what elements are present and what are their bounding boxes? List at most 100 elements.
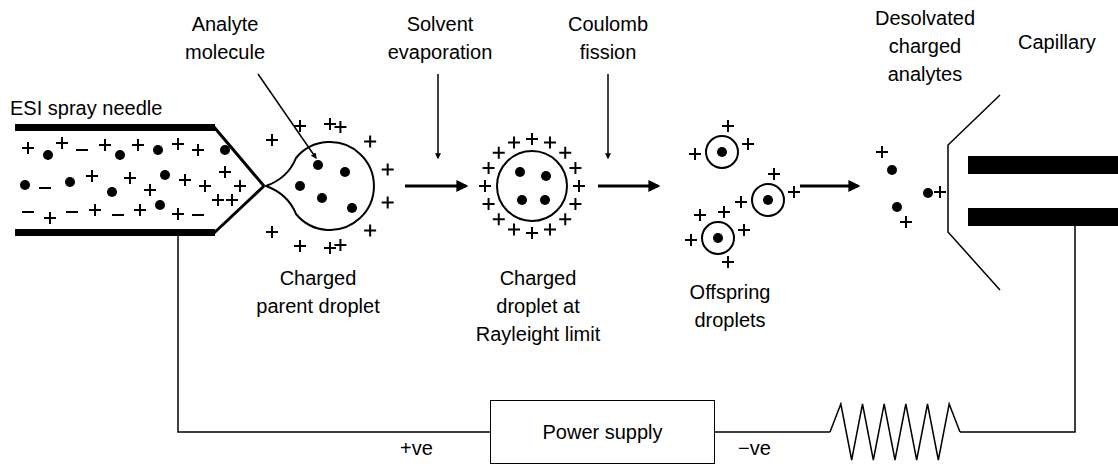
positive-charge xyxy=(559,213,571,225)
needle-taper xyxy=(214,186,264,233)
positive-charge xyxy=(99,139,111,151)
analyte-molecule xyxy=(295,181,305,191)
positive-charge xyxy=(44,212,56,224)
process-arrow xyxy=(405,185,466,188)
positive-charge xyxy=(559,147,571,159)
text-label: Desolvated charged analytes xyxy=(873,4,978,88)
analyte-molecule xyxy=(65,177,75,187)
process-arrow xyxy=(598,185,658,188)
positive-charge xyxy=(742,138,754,150)
capillary-cone xyxy=(948,95,1000,290)
positive-charge xyxy=(266,134,278,146)
positive-charge xyxy=(324,242,336,254)
analyte-molecule xyxy=(517,195,527,205)
text-label: Charged parent droplet xyxy=(253,264,383,320)
positive-charge xyxy=(134,204,146,216)
capillary-wall xyxy=(968,156,1118,174)
resistor-symbol xyxy=(830,404,960,460)
positive-charge xyxy=(172,208,184,220)
needle-wall xyxy=(15,124,215,131)
positive-charge xyxy=(508,137,520,149)
analyte-molecule xyxy=(763,195,773,205)
positive-charge xyxy=(294,120,306,132)
positive-charge xyxy=(526,227,538,239)
analyte-molecule xyxy=(541,171,551,181)
wire xyxy=(960,226,1075,432)
positive-charge xyxy=(493,213,505,225)
positive-charge xyxy=(493,147,505,159)
positive-charge xyxy=(192,144,204,156)
analyte-molecule xyxy=(313,160,323,170)
positive-charge xyxy=(22,142,34,154)
positive-charge xyxy=(718,206,730,218)
negative-charge xyxy=(76,149,88,151)
positive-charge xyxy=(569,198,581,210)
positive-charge xyxy=(483,162,495,174)
analyte-molecule xyxy=(340,167,350,177)
leader-arrow xyxy=(437,74,439,158)
positive-charge xyxy=(768,168,780,180)
positive-charge xyxy=(508,223,520,235)
positive-charge xyxy=(89,204,101,216)
positive-charge xyxy=(722,256,734,268)
offspring-droplet xyxy=(706,136,738,168)
positive-charge xyxy=(735,196,747,208)
positive-charge xyxy=(569,162,581,174)
node-text: Power supply xyxy=(542,420,662,444)
positive-charge xyxy=(226,194,238,206)
positive-charge xyxy=(544,223,556,235)
analyte-molecule xyxy=(515,167,525,177)
analyte-molecule xyxy=(923,188,933,198)
positive-charge xyxy=(685,234,697,246)
wire xyxy=(178,236,490,432)
positive-charge xyxy=(738,224,750,236)
needle-taper xyxy=(214,127,264,186)
positive-charge xyxy=(172,138,184,150)
text-label: Charged droplet at Rayleight limit xyxy=(469,264,607,348)
positive-charge xyxy=(324,118,336,130)
analyte-molecule xyxy=(20,180,30,190)
positive-charge xyxy=(364,135,376,147)
positive-charge xyxy=(334,121,346,133)
offspring-droplet xyxy=(752,184,784,216)
text-label: ESI spray needle xyxy=(10,94,162,122)
analyte-molecule xyxy=(887,165,897,175)
negative-charge xyxy=(22,211,34,213)
positive-charge xyxy=(199,180,211,192)
text-label: −ve xyxy=(738,434,771,462)
text-label: Capillary xyxy=(1018,28,1096,56)
positive-charge xyxy=(934,186,946,198)
positive-charge xyxy=(544,137,556,149)
text-label: Solvent evaporation xyxy=(383,10,498,66)
positive-charge xyxy=(526,133,538,145)
negative-charge xyxy=(39,187,51,189)
charge-symbols xyxy=(20,118,946,268)
positive-charge xyxy=(788,186,800,198)
positive-charge xyxy=(56,137,68,149)
positive-charge xyxy=(364,225,376,237)
positive-charge xyxy=(479,180,491,192)
analyte-molecule xyxy=(220,145,230,155)
positive-charge xyxy=(689,148,701,160)
positive-charge xyxy=(124,172,136,184)
analyte-molecule xyxy=(892,202,902,212)
positive-charge xyxy=(573,180,585,192)
analyte-molecule xyxy=(153,145,163,155)
positive-charge xyxy=(876,146,888,158)
negative-charge xyxy=(66,211,78,213)
offspring-droplet xyxy=(702,222,734,254)
text-label: Offspring droplets xyxy=(680,278,780,334)
text-label: Analyte molecule xyxy=(175,10,275,66)
analyte-molecule xyxy=(713,233,723,243)
positive-charge xyxy=(382,163,394,175)
positive-charge xyxy=(234,180,246,192)
parent-droplet xyxy=(266,142,374,230)
positive-charge xyxy=(266,226,278,238)
analyte-molecule xyxy=(160,170,170,180)
positive-charge xyxy=(219,166,231,178)
analyte-molecule xyxy=(43,150,53,160)
positive-charge xyxy=(694,209,706,221)
positive-charge xyxy=(900,216,912,228)
text-label: Coulomb fission xyxy=(563,10,653,66)
